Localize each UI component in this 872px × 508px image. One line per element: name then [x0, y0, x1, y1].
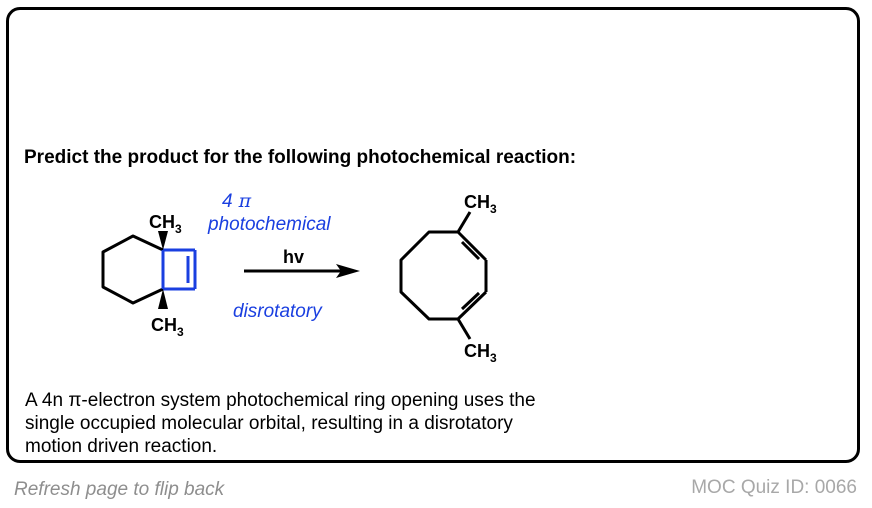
- product-molecule: CH3 CH3: [399, 192, 497, 365]
- quiz-card[interactable]: [6, 7, 860, 463]
- explanation-text: A 4n π-electron system photochemical rin…: [25, 389, 665, 458]
- bottom-wedge-bond: [158, 289, 168, 309]
- quiz-id-label: MOC Quiz ID: 0066: [691, 477, 857, 498]
- explanation-line-1: A 4n π-electron system photochemical rin…: [25, 390, 536, 411]
- photochemical-label: photochemical: [207, 214, 331, 235]
- bottom-methyl-bond: [456, 318, 472, 340]
- top-methyl-bond: [456, 211, 472, 233]
- ring-double-bond-2: [456, 290, 488, 321]
- cyclooctane-backbone: [399, 230, 458, 321]
- reactant-molecule: CH3 CH3: [101, 212, 197, 339]
- refresh-link[interactable]: Refresh page to flip back: [14, 479, 225, 500]
- cyclohexane-ring: [101, 234, 164, 305]
- top-wedge-bond: [158, 231, 168, 250]
- disrotatory-label: disrotatory: [233, 301, 323, 322]
- product-bottom-methyl: CH3: [464, 341, 497, 365]
- product-top-methyl: CH3: [464, 192, 497, 216]
- reactant-top-methyl: CH3: [149, 212, 182, 236]
- ring-double-bond-1: [456, 230, 488, 262]
- cyclobutene-ring: [161, 248, 197, 291]
- hv-label: hv: [283, 247, 304, 267]
- reactant-bottom-methyl: CH3: [151, 315, 184, 339]
- question-text: Predict the product for the following ph…: [24, 147, 577, 168]
- explanation-line-2: single occupied molecular orbital, resul…: [25, 413, 513, 434]
- explanation-line-3: motion driven reaction.: [25, 436, 218, 457]
- reaction-arrow-head: [336, 264, 360, 278]
